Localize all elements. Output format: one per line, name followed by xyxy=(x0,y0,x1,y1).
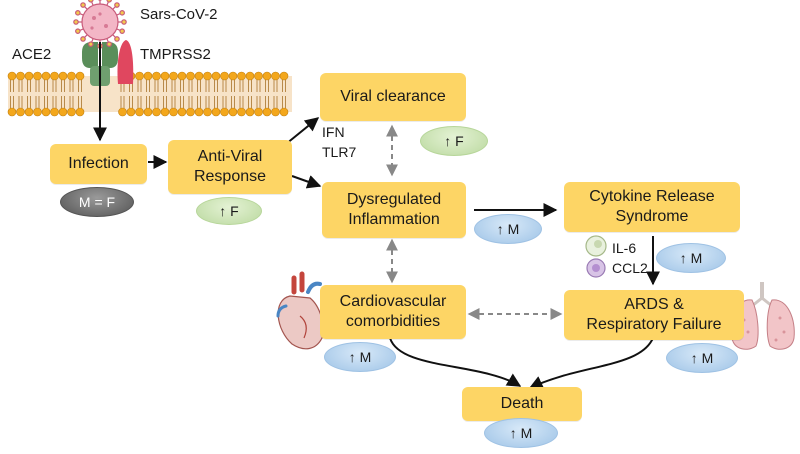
ards-respiratory-failure-box: ARDS & Respiratory Failure xyxy=(564,290,744,340)
cell-membrane xyxy=(7,71,292,117)
ace2-label: ACE2 xyxy=(12,46,52,63)
arrow-ards-to-death xyxy=(528,337,654,389)
death-box: Death xyxy=(462,387,582,421)
virus-label: Sars-CoV-2 xyxy=(140,6,218,23)
dashed-arrows xyxy=(386,124,563,320)
antiviral-response-box: Anti-Viral Response xyxy=(168,140,292,194)
infection-box: Infection xyxy=(50,144,147,184)
tlr7-label: TLR7 xyxy=(322,144,357,160)
flow-arrows xyxy=(148,117,660,389)
viral-clearance-box: Viral clearance xyxy=(320,73,466,121)
arrow-antiviral-to-clearance xyxy=(285,117,320,145)
cardiovascular-comorbidities-box: Cardiovascular comorbidities xyxy=(320,285,466,339)
tmprss2-protease-icon xyxy=(117,40,134,84)
ards-badge: ↑ M xyxy=(666,343,738,373)
cytokine-release-syndrome-box: Cytokine Release Syndrome xyxy=(564,182,740,232)
death-badge: ↑ M xyxy=(484,418,558,448)
ace2-receptor-icon xyxy=(82,42,118,86)
sars-cov-2-virus-icon xyxy=(73,0,127,49)
arrow-cardio-to-death xyxy=(389,337,522,387)
ccl2-label: CCL2 xyxy=(612,260,648,276)
cytokine-badge: ↑ M xyxy=(656,243,726,273)
arrow-antiviral-to-inflammation xyxy=(291,175,322,189)
ifn-label: IFN xyxy=(322,124,345,140)
il6-label: IL-6 xyxy=(612,240,637,256)
heart-icon xyxy=(276,271,324,350)
tmprss2-label: TMPRSS2 xyxy=(140,46,211,63)
antiviral-badge: ↑ F xyxy=(196,197,262,225)
cardio-badge: ↑ M xyxy=(324,342,396,372)
infection-badge: M = F xyxy=(60,187,134,217)
viral-clearance-badge: ↑ F xyxy=(420,126,488,156)
immune-cell-icons xyxy=(585,235,607,278)
dysregulated-inflammation-box: Dysregulated Inflammation xyxy=(322,182,466,238)
dysregulated-inflammation-badge: ↑ M xyxy=(474,214,542,244)
